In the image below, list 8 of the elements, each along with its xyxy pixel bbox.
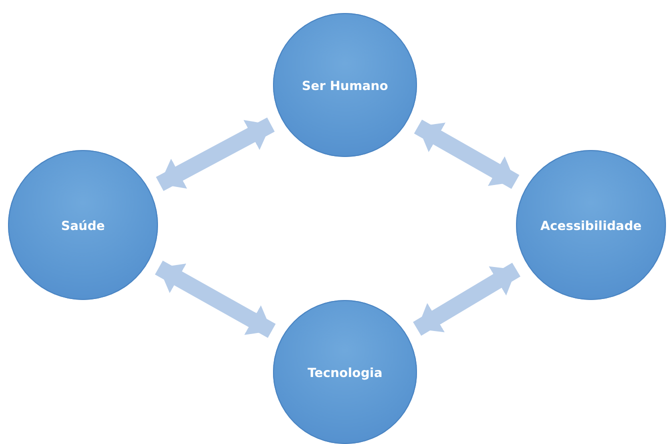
double-arrow xyxy=(414,120,520,189)
double-arrow xyxy=(154,260,276,338)
node-label: Tecnologia xyxy=(308,364,382,380)
double-arrow xyxy=(156,118,275,192)
node-label: Acessibilidade xyxy=(540,218,642,232)
double-arrow xyxy=(413,262,520,336)
node-label: Saúde xyxy=(61,218,105,232)
node-label: Ser Humano xyxy=(302,78,388,92)
